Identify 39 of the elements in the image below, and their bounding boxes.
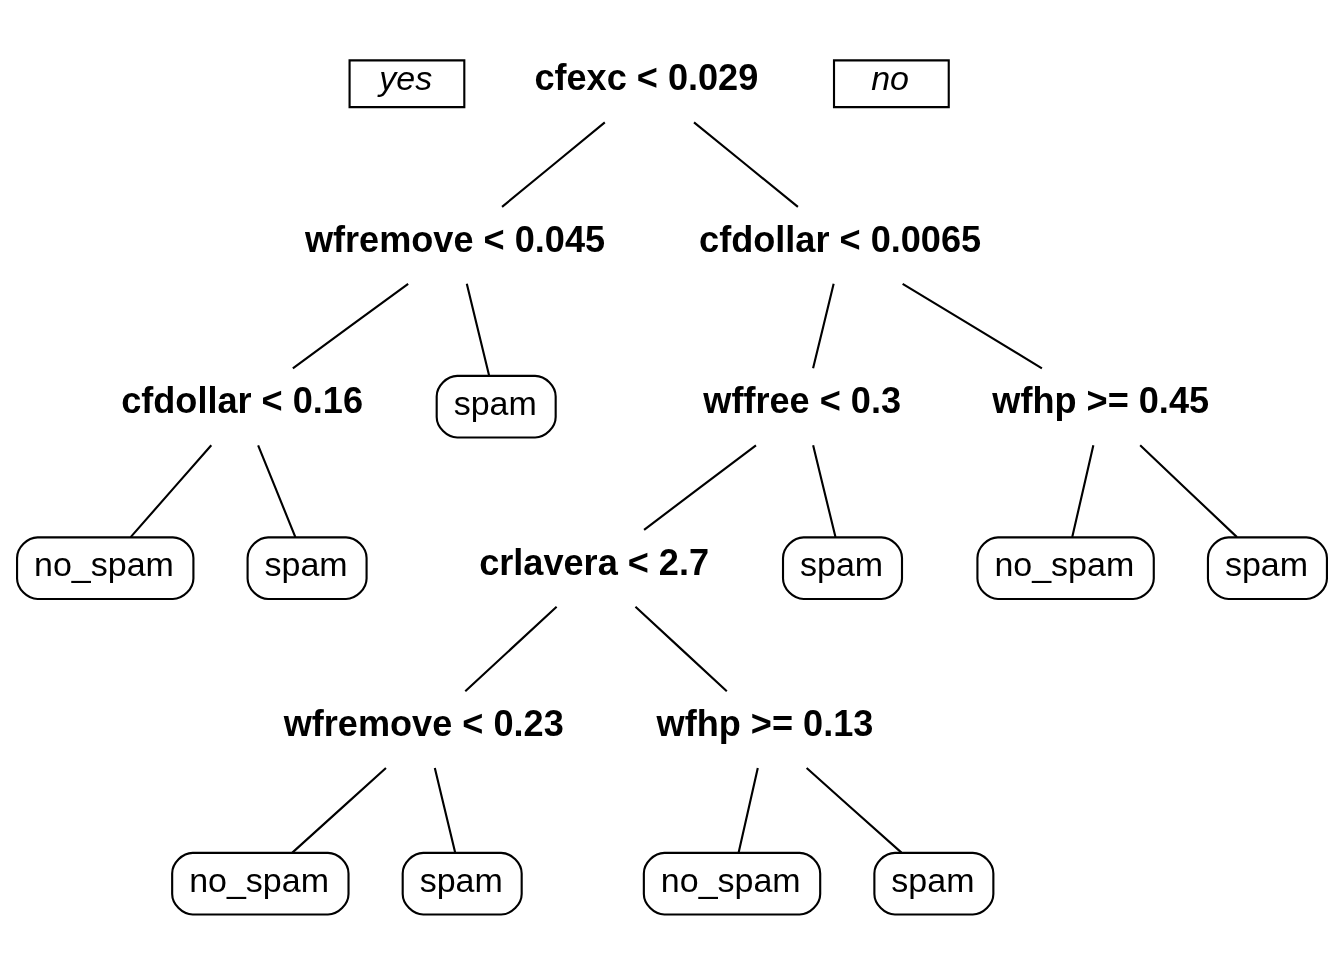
node-box: spam — [1206, 536, 1328, 601]
node-box: spam — [246, 536, 368, 601]
connector — [465, 283, 491, 376]
node-box: spam — [873, 851, 995, 916]
connector — [812, 445, 837, 538]
connector — [433, 767, 457, 853]
connector — [501, 121, 606, 208]
connector — [643, 444, 757, 531]
node-text: wfremove < 0.045 — [304, 218, 606, 260]
node-text: wfhp >= 0.45 — [992, 380, 1210, 422]
connector — [257, 444, 297, 538]
connector — [805, 767, 903, 854]
node-box: yes — [348, 59, 466, 109]
node-text: wfremove < 0.23 — [283, 703, 564, 745]
connector — [693, 121, 799, 208]
node-box: no_spam — [642, 851, 822, 916]
node-text: cfexc < 0.029 — [534, 57, 759, 99]
node-box: spam — [401, 851, 523, 916]
connector — [902, 282, 1043, 370]
connector — [292, 282, 409, 370]
node-box: no_spam — [976, 536, 1155, 601]
connector — [291, 767, 387, 854]
node-text: crlavera < 2.7 — [479, 541, 710, 583]
node-box: no — [832, 59, 950, 109]
node-text: cfdollar < 0.0065 — [699, 218, 982, 260]
connector — [1139, 444, 1238, 538]
connector — [129, 444, 213, 538]
node-text: cfdollar < 0.16 — [121, 380, 364, 422]
node-text: wffree < 0.3 — [703, 380, 902, 422]
connector — [464, 606, 558, 693]
node-box: no_spam — [16, 536, 195, 601]
connector — [812, 283, 835, 369]
connector — [737, 767, 759, 853]
node-text: wfhp >= 0.13 — [656, 703, 874, 745]
connector — [634, 606, 728, 693]
connector — [1071, 445, 1095, 538]
node-box: spam — [435, 374, 557, 439]
node-box: no_spam — [171, 851, 350, 916]
node-box: spam — [781, 536, 904, 601]
